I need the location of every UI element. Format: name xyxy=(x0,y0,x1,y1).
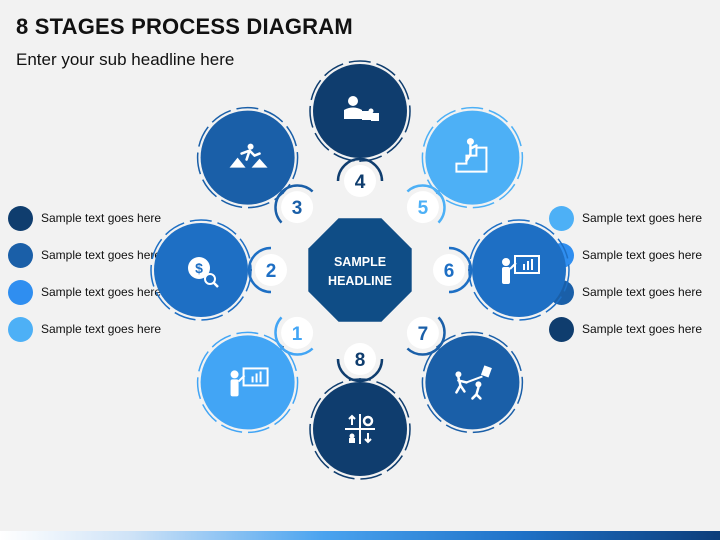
legend-dot xyxy=(549,205,574,231)
stage-number-badge xyxy=(344,165,376,197)
legend-label: Sample text goes here xyxy=(582,322,703,336)
legend-left-item-1: Sample text goes here xyxy=(8,205,162,231)
page-title: 8 STAGES PROCESS DIAGRAM xyxy=(16,14,353,39)
stage-1-circle xyxy=(196,331,299,434)
stage-number-badge xyxy=(344,343,376,375)
center-label-line2: HEADLINE xyxy=(328,274,392,288)
stage-circle-halo xyxy=(309,60,411,162)
stage-circle-halo xyxy=(421,106,524,209)
legend-left-item-3: Sample text goes here xyxy=(8,279,162,305)
legend-dot xyxy=(8,205,33,231)
legend-label: Sample text goes here xyxy=(582,248,703,262)
stage-number: 8 xyxy=(355,350,366,371)
stage-ring-arc xyxy=(448,246,473,294)
stage-ring-arc xyxy=(247,246,272,294)
legend-label: Sample text goes here xyxy=(582,211,703,225)
legend-right-item-1: Sample text goes here xyxy=(549,205,703,231)
stage-number-badge xyxy=(406,316,439,349)
bottom-accent-bar xyxy=(0,531,720,540)
money-search-icon: $ xyxy=(188,257,219,288)
stage-circle-fill xyxy=(472,223,566,317)
stage-ring-arc xyxy=(406,316,446,356)
stage-7-circle xyxy=(421,331,524,434)
stage-3-marker: 3 xyxy=(274,184,314,224)
legend-label: Sample text goes here xyxy=(41,248,162,262)
legend-dot xyxy=(549,316,574,342)
stage-circle-fill xyxy=(425,110,520,205)
stage-6-circle xyxy=(468,219,570,321)
stage-number: 6 xyxy=(444,261,455,282)
stage-3-circle xyxy=(196,106,299,209)
legend-label: Sample text goes here xyxy=(41,211,162,225)
stage-8-marker: 8 xyxy=(336,343,384,383)
stage-ring-arc xyxy=(336,157,384,182)
legend-dot xyxy=(8,279,33,305)
stage-ring-arc xyxy=(274,316,314,356)
stage-circle-halo xyxy=(196,331,299,434)
stage-number: 4 xyxy=(355,172,366,193)
swot-quadrant-icon xyxy=(345,414,375,444)
stage-number: 7 xyxy=(418,324,429,345)
legend-right-item-4: Sample text goes here xyxy=(549,316,703,342)
legend-left-item-2: Sample text goes here xyxy=(8,242,162,268)
stage-ring-arc xyxy=(406,184,446,224)
stage-circle-halo xyxy=(150,219,252,321)
legend-label: Sample text goes here xyxy=(41,285,162,299)
stage-circle-halo xyxy=(309,378,411,480)
stage-5-circle xyxy=(421,106,524,209)
legend-label: Sample text goes here xyxy=(41,322,162,336)
businessman-puzzle-icon xyxy=(344,96,379,121)
hurdle-runner-icon xyxy=(229,143,268,168)
stage-4-marker: 4 xyxy=(336,157,384,197)
legend-label: Sample text goes here xyxy=(582,285,703,299)
svg-text:$: $ xyxy=(195,260,203,276)
stage-8-circle xyxy=(309,378,411,480)
stage-number-badge xyxy=(281,316,314,349)
legend-dot xyxy=(8,242,33,268)
presenter-board-icon xyxy=(502,255,540,284)
stage-circle-halo xyxy=(196,106,299,209)
presenter-chart-icon xyxy=(230,367,269,397)
stage-number: 1 xyxy=(292,324,303,345)
center-label-line1: SAMPLE xyxy=(334,255,386,269)
stage-number-badge xyxy=(255,254,287,286)
stage-5-marker: 5 xyxy=(406,184,446,224)
stage-number: 3 xyxy=(292,198,303,219)
center-hub: SAMPLE HEADLINE xyxy=(308,218,412,322)
stage-circle-fill xyxy=(425,335,520,430)
stage-circle-halo xyxy=(421,331,524,434)
stage-6-marker: 6 xyxy=(433,246,473,294)
stage-number: 2 xyxy=(266,261,277,282)
stage-2-circle: $ xyxy=(150,219,252,321)
stage-1-marker: 1 xyxy=(274,316,314,356)
climbing-stairs-icon xyxy=(455,138,488,173)
stage-number-layer: 1 2 3 4 5 6 7 8 xyxy=(247,157,473,383)
stage-circle-layer: $ xyxy=(150,60,570,480)
stage-4-circle xyxy=(309,60,411,162)
stage-2-marker: 2 xyxy=(247,246,287,294)
stage-circle-halo xyxy=(468,219,570,321)
stage-number-badge xyxy=(406,191,439,224)
stage-7-marker: 7 xyxy=(406,316,446,356)
center-octagon xyxy=(308,218,412,322)
stage-circle-fill xyxy=(200,335,295,430)
legend-left-item-4: Sample text goes here xyxy=(8,316,162,342)
tug-of-war-icon xyxy=(455,365,492,400)
stage-number-badge xyxy=(281,191,314,224)
stage-ring-arc xyxy=(274,184,314,224)
stage-number-badge xyxy=(433,254,465,286)
page-subtitle: Enter your sub headline here xyxy=(16,50,235,69)
legend-dot xyxy=(8,316,33,342)
stage-number: 5 xyxy=(418,198,429,219)
stage-ring-arc xyxy=(336,358,384,383)
